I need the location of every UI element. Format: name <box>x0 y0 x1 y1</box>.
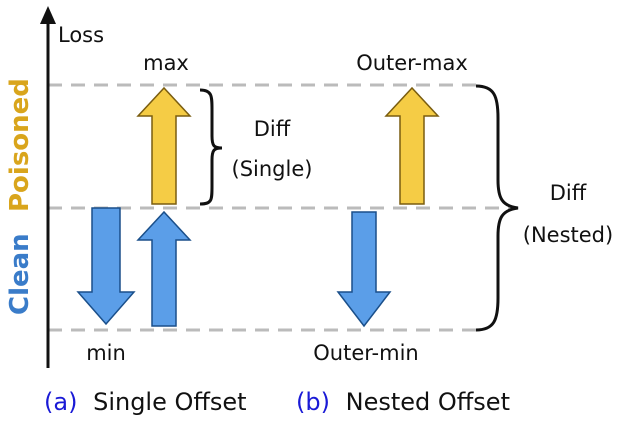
clean-side-label: Clean <box>5 233 35 315</box>
poisoned-up-arrow-nested <box>384 86 440 205</box>
caption-b-text: Nested Offset <box>346 388 510 416</box>
caption-b: (b) Nested Offset <box>296 388 510 416</box>
clean-down-arrow-single <box>76 207 136 326</box>
caption-a-letter: (a) <box>44 388 77 416</box>
caption-a: (a) Single Offset <box>44 388 247 416</box>
diff-single-label-line1: Diff <box>254 117 291 141</box>
diff-single-label-line2: (Single) <box>232 157 313 181</box>
clean-up-arrow-single <box>136 210 192 327</box>
caption-a-text: Single Offset <box>93 388 247 416</box>
diff-nested-label-line2: (Nested) <box>523 223 613 247</box>
axis-label: Loss <box>58 23 104 47</box>
poisoned-up-arrow-single <box>136 86 192 205</box>
diff-brace-single <box>199 88 223 206</box>
outer-max-label: Outer-max <box>356 51 468 75</box>
outer-min-label: Outer-min <box>313 341 418 365</box>
min-label: min <box>86 341 126 365</box>
clean-down-arrow-nested <box>336 211 392 328</box>
diff-nested-label-line1: Diff <box>550 181 587 205</box>
poisoned-side-label: Poisoned <box>5 78 35 212</box>
max-label: max <box>143 51 189 75</box>
caption-b-letter: (b) <box>296 388 330 416</box>
diff-brace-nested <box>475 84 519 332</box>
loss-axis-arrowhead <box>40 6 56 24</box>
